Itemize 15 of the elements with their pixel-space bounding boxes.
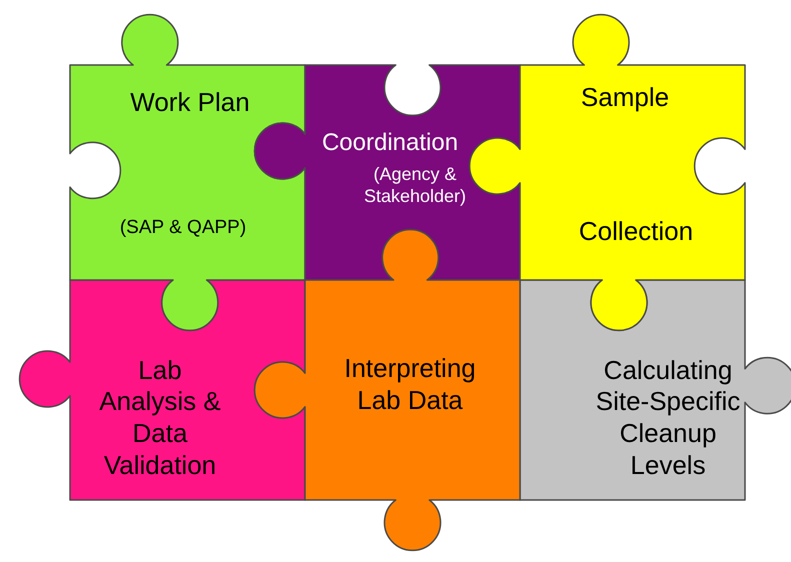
puzzle-piece (253, 228, 520, 552)
piece-sublabel: (SAP & QAPP) (120, 216, 246, 240)
puzzle-piece (468, 13, 745, 332)
piece-sublabel: Collection (578, 216, 694, 248)
puzzle-piece (253, 65, 520, 280)
piece-sublabel: (Agency & Stakeholder) (362, 164, 468, 208)
puzzle-piece (18, 280, 305, 500)
puzzle-piece (70, 13, 305, 332)
piece-label: Coordination (322, 128, 458, 158)
piece-label: Interpreting Lab Data (343, 353, 477, 417)
piece-label: Sample (580, 82, 670, 114)
piece-label: Work Plan (130, 87, 250, 119)
piece-label: Calculating Site-Specific Cleanup Levels (594, 354, 742, 482)
piece-label: Lab Analysis & Data Validation (98, 354, 222, 482)
puzzle-piece (520, 280, 791, 500)
